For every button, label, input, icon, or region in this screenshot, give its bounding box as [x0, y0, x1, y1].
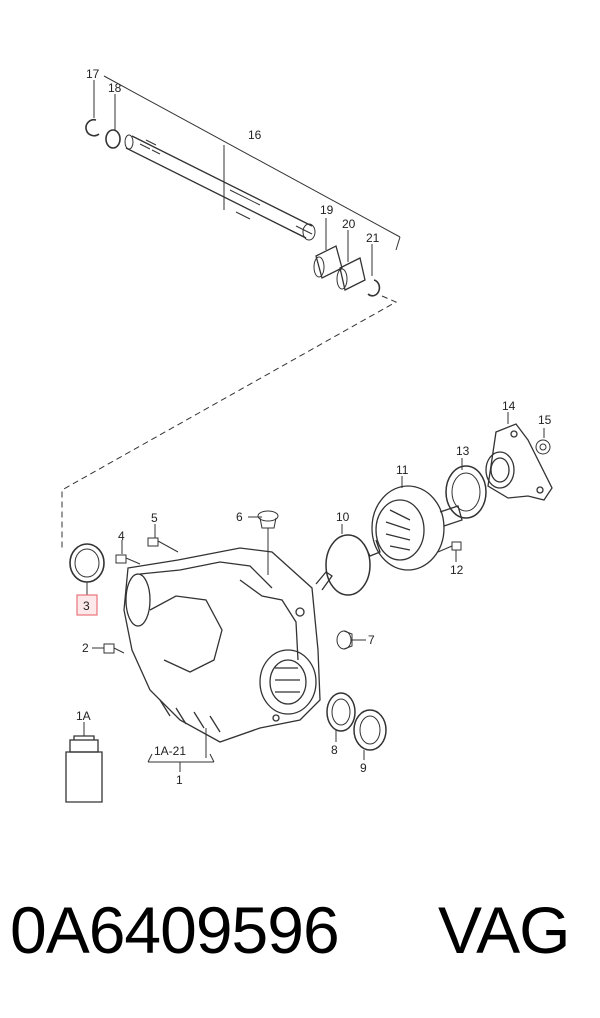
label-7: 7 — [368, 633, 375, 647]
circlip-21 — [367, 279, 381, 297]
bolt-2 — [103, 643, 125, 654]
crown-gear-11 — [363, 485, 463, 571]
label-21: 21 — [366, 231, 380, 245]
bearing-19 — [313, 245, 343, 279]
shaft-16 — [124, 134, 316, 241]
label-6: 6 — [236, 510, 243, 524]
seal-8 — [326, 692, 356, 732]
label-13: 13 — [456, 444, 470, 458]
label-15: 15 — [538, 413, 552, 427]
label-12: 12 — [450, 563, 464, 577]
label-1A: 1A — [76, 709, 91, 723]
label-17: 17 — [86, 67, 100, 81]
brand-name: VAG — [438, 893, 570, 967]
plug-7 — [336, 630, 353, 650]
o-ring-10 — [325, 534, 371, 596]
label-20: 20 — [342, 217, 356, 231]
label-14: 14 — [502, 399, 516, 413]
bolt-4 — [115, 554, 141, 565]
circlip-17 — [85, 118, 100, 137]
gasket-13 — [445, 465, 487, 519]
label-3: 3 — [83, 599, 90, 613]
oil-bottle-1A — [65, 735, 103, 803]
ring-18 — [105, 129, 121, 149]
label-3-box — [76, 594, 98, 616]
transfer-case-housing — [123, 547, 333, 743]
label-10: 10 — [336, 510, 350, 524]
seal-3 — [69, 543, 105, 583]
label-16: 16 — [248, 128, 262, 142]
label-2: 2 — [82, 641, 89, 655]
flange-14 — [485, 423, 553, 501]
label-11: 11 — [396, 463, 409, 477]
label-5: 5 — [151, 511, 158, 525]
bearing-20 — [336, 257, 366, 291]
bracket-1 — [147, 728, 215, 772]
part-number: 0A6409596 — [10, 893, 340, 967]
label-9: 9 — [360, 761, 367, 775]
label-1: 1 — [176, 773, 183, 787]
bolt-5 — [147, 537, 179, 553]
label-4: 4 — [118, 529, 125, 543]
label-1A-21: 1A-21 — [154, 744, 186, 758]
label-18: 18 — [108, 81, 122, 95]
label-19: 19 — [320, 203, 334, 217]
label-8: 8 — [331, 743, 338, 757]
bracket-16 — [103, 75, 401, 251]
nut-15 — [535, 439, 551, 455]
plug-6 — [257, 510, 279, 529]
seal-9 — [353, 709, 387, 751]
